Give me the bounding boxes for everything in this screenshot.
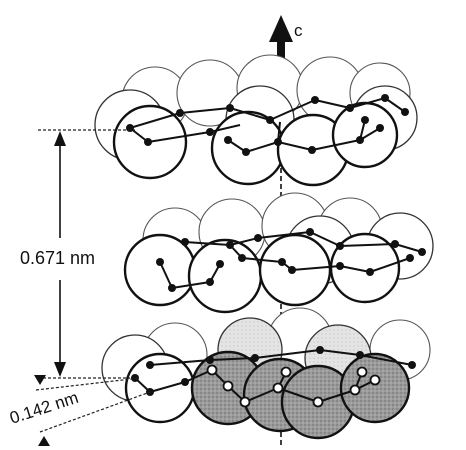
bottom-layer [101, 307, 431, 440]
atom [187, 238, 263, 314]
arrow-down-icon [34, 375, 46, 385]
bottom-layer-atom-centers-front [206, 364, 381, 408]
c-axis-arrow-icon [269, 15, 293, 42]
bottom-layer-front-atoms [124, 350, 411, 440]
reference-line [39, 391, 151, 433]
top-layer-atom-centers [126, 94, 409, 156]
atom [329, 232, 401, 304]
top-layer [94, 54, 418, 187]
atom [331, 101, 399, 169]
arrow-up-icon [38, 436, 50, 446]
arrow-up-icon [54, 131, 66, 146]
interlayer-distance-label: 0.671 nm [20, 248, 95, 268]
reference-line [35, 377, 141, 391]
c-axis-label: c [294, 21, 303, 40]
atom [210, 110, 286, 186]
bottom-layer-atom-centers-back [131, 346, 416, 396]
middle-layer [123, 192, 434, 314]
middle-layer-atom-centers [156, 228, 426, 292]
interlayer-dimension: 0.671 nm [20, 129, 135, 379]
arrow-down-icon [54, 362, 66, 377]
